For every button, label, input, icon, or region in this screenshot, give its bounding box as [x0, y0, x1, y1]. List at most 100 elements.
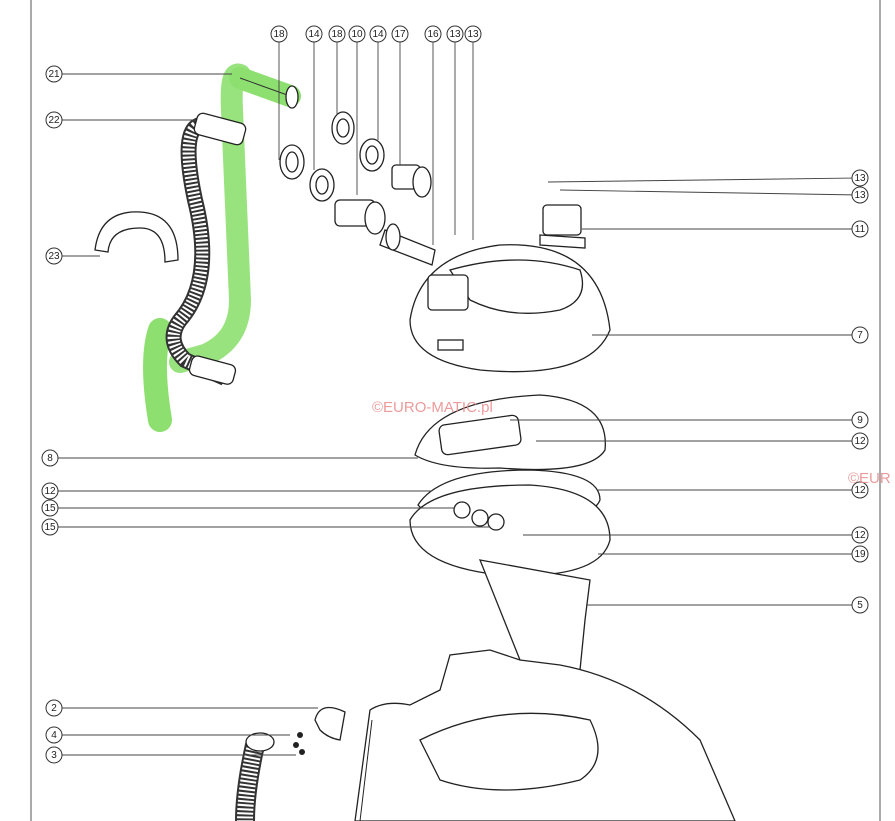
latch-11 [539, 204, 586, 249]
callout-14: 14 [305, 25, 323, 170]
callout-number: 13 [854, 190, 866, 201]
callout-number: 7 [857, 330, 863, 341]
callout-number: 16 [427, 29, 439, 40]
callout-number: 19 [854, 549, 866, 560]
gasket-19 [409, 484, 611, 577]
callout-3: 3 [45, 746, 296, 764]
callout-circle [851, 596, 869, 614]
callout-number: 14 [308, 29, 320, 40]
callout-12: 12 [523, 526, 869, 544]
callout-16: 16 [424, 25, 442, 245]
callout-circle [851, 481, 869, 499]
callout-number: 9 [857, 415, 863, 426]
callout-13: 13 [464, 25, 482, 240]
callout-number: 12 [854, 530, 866, 541]
callout-number: 12 [854, 436, 866, 447]
callout-circle [851, 545, 869, 563]
callout-number: 8 [47, 453, 53, 464]
machine-body [354, 649, 736, 821]
callout-circle [45, 247, 63, 265]
callout-2: 2 [45, 699, 318, 717]
callout-circle [391, 25, 409, 43]
hose-clip-23 [94, 211, 179, 263]
callout-number: 11 [855, 224, 866, 235]
lower-hose-and-clip [235, 706, 346, 821]
callout-number: 3 [51, 750, 57, 761]
callout-15: 15 [41, 499, 455, 517]
callout-circle [851, 220, 869, 238]
callout-circle [851, 411, 869, 429]
leader-line [559, 189, 853, 196]
callout-number: 22 [48, 115, 60, 126]
callout-12: 12 [598, 481, 869, 499]
callout-circle [270, 25, 288, 43]
watermark: ©EURO-MATIC.pl [372, 399, 493, 416]
callout-circle [45, 746, 63, 764]
leader-line [547, 177, 853, 183]
callout-4: 4 [45, 726, 290, 744]
callout-circle [464, 25, 482, 43]
callout-circle [45, 65, 63, 83]
callout-circle [41, 449, 59, 467]
callout-number: 12 [854, 485, 866, 496]
callout-22: 22 [45, 111, 195, 129]
callout-number: 13 [854, 173, 866, 184]
callout-circle [369, 25, 387, 43]
tank-lid-7 [409, 244, 611, 373]
callout-number: 15 [44, 522, 56, 533]
callout-15: 15 [41, 518, 490, 536]
callout-number: 10 [351, 29, 363, 40]
callout-number: 17 [394, 29, 406, 40]
callout-18: 18 [328, 25, 346, 115]
callout-21: 21 [45, 65, 232, 83]
callout-circle [851, 326, 869, 344]
callout-number: 23 [48, 251, 60, 262]
callout-13: 13 [446, 25, 464, 235]
callout-23: 23 [45, 247, 100, 265]
callout-number: 18 [331, 29, 343, 40]
callout-number: 5 [857, 600, 863, 611]
rings-and-fittings [279, 111, 436, 266]
filter-plate-8 [438, 414, 522, 456]
callout-number: 13 [449, 29, 461, 40]
callout-19: 19 [598, 545, 869, 563]
callout-circle [41, 482, 59, 500]
callout-number: 12 [44, 486, 56, 497]
callout-circle [45, 726, 63, 744]
callout-number: 15 [44, 503, 56, 514]
callout-number: 13 [467, 29, 479, 40]
callout-11: 11 [582, 220, 869, 238]
callout-circle [851, 432, 869, 450]
callout-circle [851, 186, 869, 204]
callout-8: 8 [41, 449, 418, 467]
watermark-cut: ©EUR [848, 470, 891, 487]
callout-circle [348, 25, 366, 43]
callout-circle [305, 25, 323, 43]
callout-5: 5 [586, 596, 869, 614]
callout-7: 7 [592, 326, 869, 344]
callout-number: 4 [51, 730, 57, 741]
callout-circle [424, 25, 442, 43]
callout-18: 18 [270, 25, 288, 160]
callout-circle [45, 111, 63, 129]
callout-12: 12 [536, 432, 869, 450]
callout-circle [41, 499, 59, 517]
callout-10: 10 [348, 25, 366, 195]
hose-21-highlighted [143, 63, 301, 432]
callout-circle [446, 25, 464, 43]
callout-14: 14 [369, 25, 387, 140]
callout-number: 18 [273, 29, 285, 40]
callout-circle [851, 169, 869, 187]
hose-22-corrugated [165, 112, 247, 386]
callout-9: 9 [510, 411, 869, 429]
callout-number: 14 [372, 29, 384, 40]
callout-circle [41, 518, 59, 536]
callout-circle [851, 526, 869, 544]
callout-17: 17 [391, 25, 409, 165]
callout-number: 2 [51, 703, 57, 714]
callout-12: 12 [41, 482, 432, 500]
callout-13: 13 [547, 169, 869, 187]
callout-circle [45, 699, 63, 717]
callout-number: 21 [48, 69, 60, 80]
